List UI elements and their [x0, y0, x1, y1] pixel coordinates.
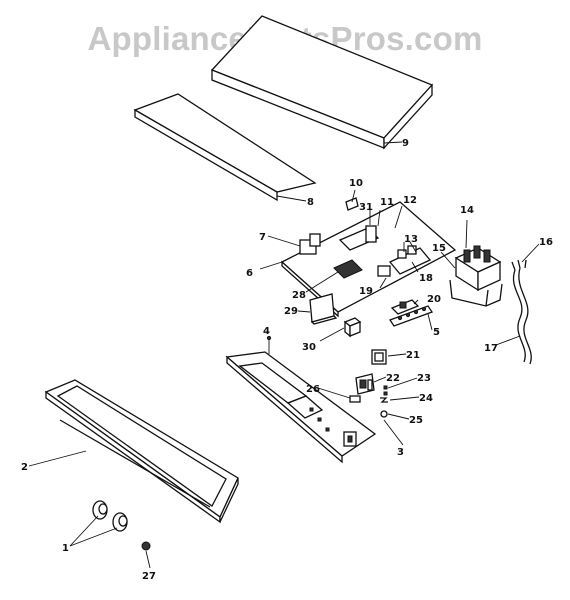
part-23-clip: [383, 385, 388, 396]
callout-24: 24: [419, 393, 433, 404]
callout-2: 2: [21, 462, 28, 473]
part-22-switch-block: [355, 373, 375, 395]
callout-27: 27: [142, 571, 156, 582]
callout-14: 14: [460, 205, 474, 216]
callout-9: 9: [402, 138, 409, 149]
callout-17: 17: [484, 343, 498, 354]
part-14-transformer: [454, 245, 502, 292]
callout-15: 15: [432, 243, 446, 254]
part-24-spring: [380, 397, 388, 403]
part-29-plate: [309, 293, 338, 325]
part-2-bezel-frame: [44, 379, 239, 524]
leader-lines: [28, 141, 540, 569]
callout-7: 7: [259, 232, 266, 243]
callout-22: 22: [386, 373, 400, 384]
part-9-top-cover: [210, 15, 434, 150]
part-27-nut: [141, 541, 151, 551]
callout-31: 31: [359, 202, 373, 213]
callout-21: 21: [406, 350, 420, 361]
part-1-knobs: [92, 500, 128, 532]
part-3-control-panel: [225, 351, 377, 464]
callout-19: 19: [359, 286, 373, 297]
callout-6: 6: [246, 268, 253, 279]
callout-12: 12: [403, 195, 417, 206]
callout-25: 25: [409, 415, 423, 426]
part-26-lamp: [349, 395, 361, 403]
callout-16: 16: [539, 237, 553, 248]
callout-5: 5: [433, 327, 440, 338]
callout-4: 4: [263, 326, 270, 337]
part-30-cube: [343, 317, 362, 338]
part-10-clip: [345, 197, 359, 211]
part-4-screw: [266, 335, 272, 354]
callout-13: 13: [404, 234, 418, 245]
part-20-switch: [390, 299, 420, 315]
callout-3: 3: [397, 447, 404, 458]
callout-11: 11: [380, 197, 394, 208]
callout-23: 23: [417, 373, 431, 384]
part-8-trim-strip: [133, 93, 317, 202]
callout-29: 29: [284, 306, 298, 317]
callout-20: 20: [427, 294, 441, 305]
part-15-bracket: [449, 279, 503, 307]
callout-labels: 9 8 10 31 11 12 7 13 6 18 19 28 29 30 20…: [21, 138, 553, 582]
callout-30: 30: [302, 342, 316, 353]
callout-28: 28: [292, 290, 306, 301]
callout-1: 1: [62, 543, 69, 554]
part-17-wire-harness: [511, 259, 532, 365]
part-25-nut: [380, 410, 388, 418]
part-21-relay: [371, 349, 387, 365]
callout-18: 18: [419, 273, 433, 284]
callout-8: 8: [307, 197, 314, 208]
part-5-terminal-strip: [389, 305, 433, 327]
callout-10: 10: [349, 178, 363, 189]
part-6-control-board: [280, 201, 457, 318]
callout-26: 26: [306, 384, 320, 395]
